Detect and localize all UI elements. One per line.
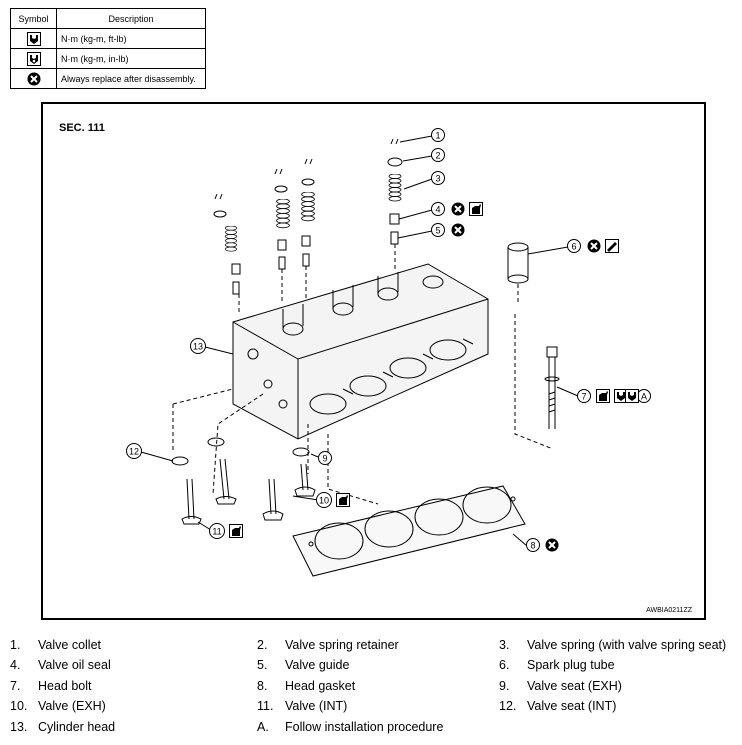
- svg-text:1: 1: [435, 131, 440, 141]
- part-label: Valve seat (INT): [527, 699, 617, 713]
- svg-text:12: 12: [129, 447, 139, 457]
- legend-description: N·m (kg-m, in-lb): [56, 48, 206, 69]
- part-label: Head bolt: [38, 679, 92, 693]
- part-number: 10.: [10, 699, 28, 713]
- part-label: Cylinder head: [38, 720, 116, 734]
- oil-can-icon: [469, 202, 483, 216]
- svg-text:2: 2: [435, 151, 440, 161]
- part-number: 6.: [499, 658, 510, 672]
- callout-10: 10: [316, 492, 332, 508]
- head-bolt: [544, 346, 560, 429]
- spark-plug-tube: [507, 242, 529, 284]
- cylinder-head: [232, 263, 489, 440]
- legend-description: Always replace after disassembly.: [56, 68, 206, 89]
- callout-12: 12: [126, 443, 142, 459]
- part-number: 2.: [257, 638, 268, 652]
- torque-wrench-small-icon: [26, 51, 41, 66]
- svg-text:8: 8: [530, 541, 535, 551]
- part-number: 12.: [499, 699, 517, 713]
- valve-int: [181, 437, 237, 525]
- part-label: Valve spring retainer: [285, 638, 399, 652]
- exploded-view-figure: SEC. 111: [41, 102, 706, 620]
- replace-x-icon: [451, 223, 465, 237]
- replace-x-icon: [545, 538, 559, 552]
- part-number: 5.: [257, 658, 268, 672]
- parts-list-row: 1. Valve collet 2. Valve spring retainer…: [10, 638, 740, 658]
- part-label: Spark plug tube: [527, 658, 615, 672]
- svg-text:7: 7: [581, 392, 586, 402]
- parts-list-row: 7. Head bolt 8. Head gasket 9. Valve sea…: [10, 679, 740, 699]
- callout-11: 11: [209, 523, 225, 539]
- part-number: A.: [257, 720, 269, 734]
- part-label: Valve seat (EXH): [527, 679, 622, 693]
- callout-4: 4: [431, 202, 445, 216]
- part-number: 11.: [257, 699, 274, 713]
- callout-a: A: [637, 389, 651, 403]
- legend-symbol-cell: [10, 48, 57, 69]
- cylinder-head-drawing: 1 2 3 4 5 6 7 8 9 10 11 12 13 A: [126, 128, 651, 577]
- legend-description: N·m (kg-m, ft-lb): [56, 28, 206, 49]
- svg-text:A: A: [641, 392, 647, 402]
- legend-symbol-cell: [10, 28, 57, 49]
- part-number: 7.: [10, 679, 21, 693]
- callout-9: 9: [318, 451, 332, 465]
- part-number: 13.: [10, 720, 28, 734]
- parts-list-row: 10. Valve (EXH) 11. Valve (INT) 12. Valv…: [10, 699, 740, 719]
- replace-x-icon: [27, 72, 40, 85]
- callout-6: 6: [567, 239, 581, 253]
- svg-text:10: 10: [319, 496, 329, 506]
- part-label: Valve spring (with valve spring seat): [527, 638, 727, 652]
- part-number: 1.: [10, 638, 21, 652]
- callout-2: 2: [431, 148, 445, 162]
- legend-symbol-cell: [10, 68, 57, 89]
- part-label: Valve guide: [285, 658, 350, 672]
- part-label: Follow installation procedure: [285, 720, 444, 734]
- sealant-icon: [605, 239, 619, 253]
- oil-can-icon: [336, 493, 350, 507]
- part-label: Valve collet: [38, 638, 101, 652]
- callout-1: 1: [431, 128, 445, 142]
- part-label: Valve (EXH): [38, 699, 106, 713]
- part-number: 3.: [499, 638, 510, 652]
- head-gasket: [292, 485, 526, 577]
- replace-x-icon: [587, 239, 601, 253]
- torque-wrench-icon: [26, 31, 41, 46]
- svg-text:9: 9: [322, 454, 327, 464]
- callout-13: 13: [190, 338, 206, 354]
- part-number: 4.: [10, 658, 21, 672]
- oil-can-icon: [229, 524, 243, 538]
- oil-can-icon: [596, 389, 610, 403]
- valve-train-right: [387, 138, 403, 245]
- callout-3: 3: [431, 171, 445, 185]
- callout-7: 7: [577, 389, 591, 403]
- svg-text:11: 11: [212, 527, 221, 537]
- svg-text:6: 6: [571, 242, 576, 252]
- figure-code: AWBIA0211ZZ: [646, 607, 692, 614]
- valve-train-middle: [274, 158, 315, 270]
- svg-text:5: 5: [435, 226, 440, 236]
- part-label: Valve oil seal: [38, 658, 111, 672]
- callout-5: 5: [431, 223, 445, 237]
- svg-text:3: 3: [435, 174, 440, 184]
- parts-list-row: 4. Valve oil seal 5. Valve guide 6. Spar…: [10, 658, 740, 678]
- part-label: Valve (INT): [285, 699, 348, 713]
- legend-header-description: Description: [56, 8, 206, 29]
- svg-text:13: 13: [193, 342, 203, 352]
- parts-list-row: 13. Cylinder head A. Follow installation…: [10, 720, 740, 740]
- replace-x-icon: [451, 202, 465, 216]
- torque-wrench-icon: [625, 389, 639, 403]
- section-label: SEC. 111: [59, 122, 105, 134]
- part-label: Head gasket: [285, 679, 356, 693]
- valve-train-left: [213, 193, 241, 295]
- part-number: 8.: [257, 679, 268, 693]
- symbol-legend-table: Symbol Description N·m (kg-m, ft-lb) N·m…: [10, 8, 206, 89]
- callout-8: 8: [526, 538, 540, 552]
- legend-header-symbol: Symbol: [10, 8, 57, 29]
- svg-text:4: 4: [435, 205, 440, 215]
- valve-seat-exh: [292, 447, 310, 457]
- valve-seat-int: [171, 456, 189, 466]
- part-number: 9.: [499, 679, 510, 693]
- valve-exh: [262, 463, 316, 521]
